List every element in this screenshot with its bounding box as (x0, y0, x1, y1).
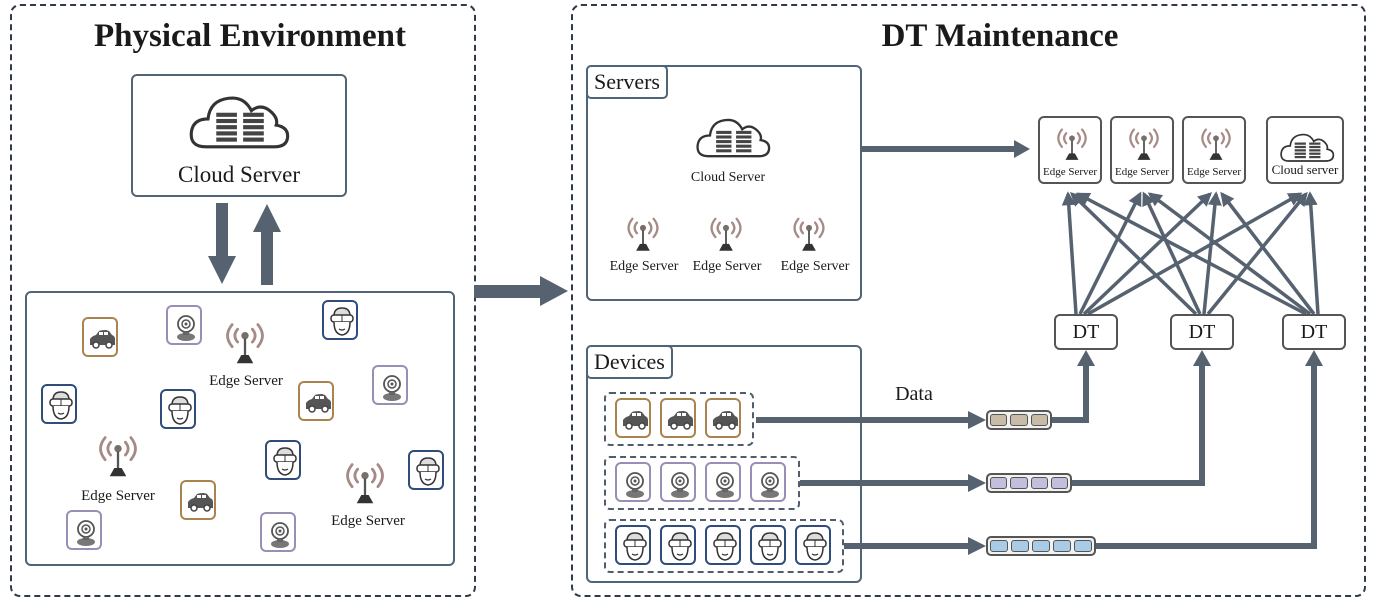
camera-data-queue (986, 473, 1072, 493)
car-group (604, 392, 754, 446)
vr-headset-icon (660, 525, 696, 565)
cloud-server-label: Cloud Server (177, 162, 300, 187)
vr-group (604, 519, 844, 573)
devices-tag: Devices (586, 345, 673, 379)
physical-environment-title: Physical Environment (93, 18, 406, 54)
servers-tag: Servers (586, 65, 668, 99)
vr-headset-icon (795, 525, 831, 565)
vr-headset-icon (160, 389, 196, 429)
vr-headset-icon (265, 440, 301, 480)
camera-icon (166, 305, 202, 345)
edge-server-label: Edge Server (692, 259, 762, 274)
camera-icon (615, 462, 651, 502)
edge-server-label: Edge Server (81, 488, 155, 504)
target-edge-server-1: Edge Server (1038, 116, 1102, 184)
dt-box: DT (1054, 314, 1118, 350)
target-label: Edge Server (1186, 166, 1242, 178)
physical-environment-panel (10, 4, 476, 597)
vr-headset-icon (41, 384, 77, 424)
servers-box (586, 65, 862, 301)
car-icon (180, 480, 216, 520)
car-data-queue (986, 410, 1052, 430)
dt-maintenance-title: DT Maintenance (881, 18, 1119, 54)
edge-server-label: Edge Server (609, 259, 679, 274)
car-icon (82, 317, 118, 357)
target-cloud-server: Cloud server (1266, 116, 1344, 184)
edge-server-label: Edge Server (331, 513, 405, 529)
car-icon (705, 398, 741, 438)
camera-icon (260, 512, 296, 552)
vr-headset-icon (322, 300, 358, 340)
vr-headset-icon (408, 450, 444, 490)
dt-maintenance-panel (571, 4, 1366, 597)
target-edge-server-2: Edge Server (1110, 116, 1174, 184)
car-icon (615, 398, 651, 438)
camera-icon (705, 462, 741, 502)
edge-server-label: Edge Server (209, 373, 283, 389)
target-label: Edge Server (1114, 166, 1170, 178)
target-label: Cloud server (1271, 162, 1339, 177)
target-edge-server-3: Edge Server (1182, 116, 1246, 184)
dt-box: DT (1282, 314, 1346, 350)
cloud-server-box: Cloud Server (131, 74, 347, 197)
vr-data-queue (986, 536, 1096, 556)
target-label: Edge Server (1042, 166, 1098, 178)
car-icon (660, 398, 696, 438)
car-icon (298, 381, 334, 421)
dt-box: DT (1170, 314, 1234, 350)
edge-server-label: Edge Server (780, 259, 850, 274)
camera-icon (750, 462, 786, 502)
vr-headset-icon (615, 525, 651, 565)
camera-icon (660, 462, 696, 502)
data-label: Data (895, 383, 933, 405)
antenna-icon (1198, 126, 1234, 162)
antenna-icon (1054, 126, 1090, 162)
vr-headset-icon (750, 525, 786, 565)
antenna-icon (1126, 126, 1162, 162)
cloud-server-label: Cloud Server (690, 170, 766, 185)
camera-group (604, 456, 800, 510)
camera-icon (372, 365, 408, 405)
camera-icon (66, 510, 102, 550)
cloud-server-icon (1279, 130, 1335, 164)
vr-headset-icon (705, 525, 741, 565)
